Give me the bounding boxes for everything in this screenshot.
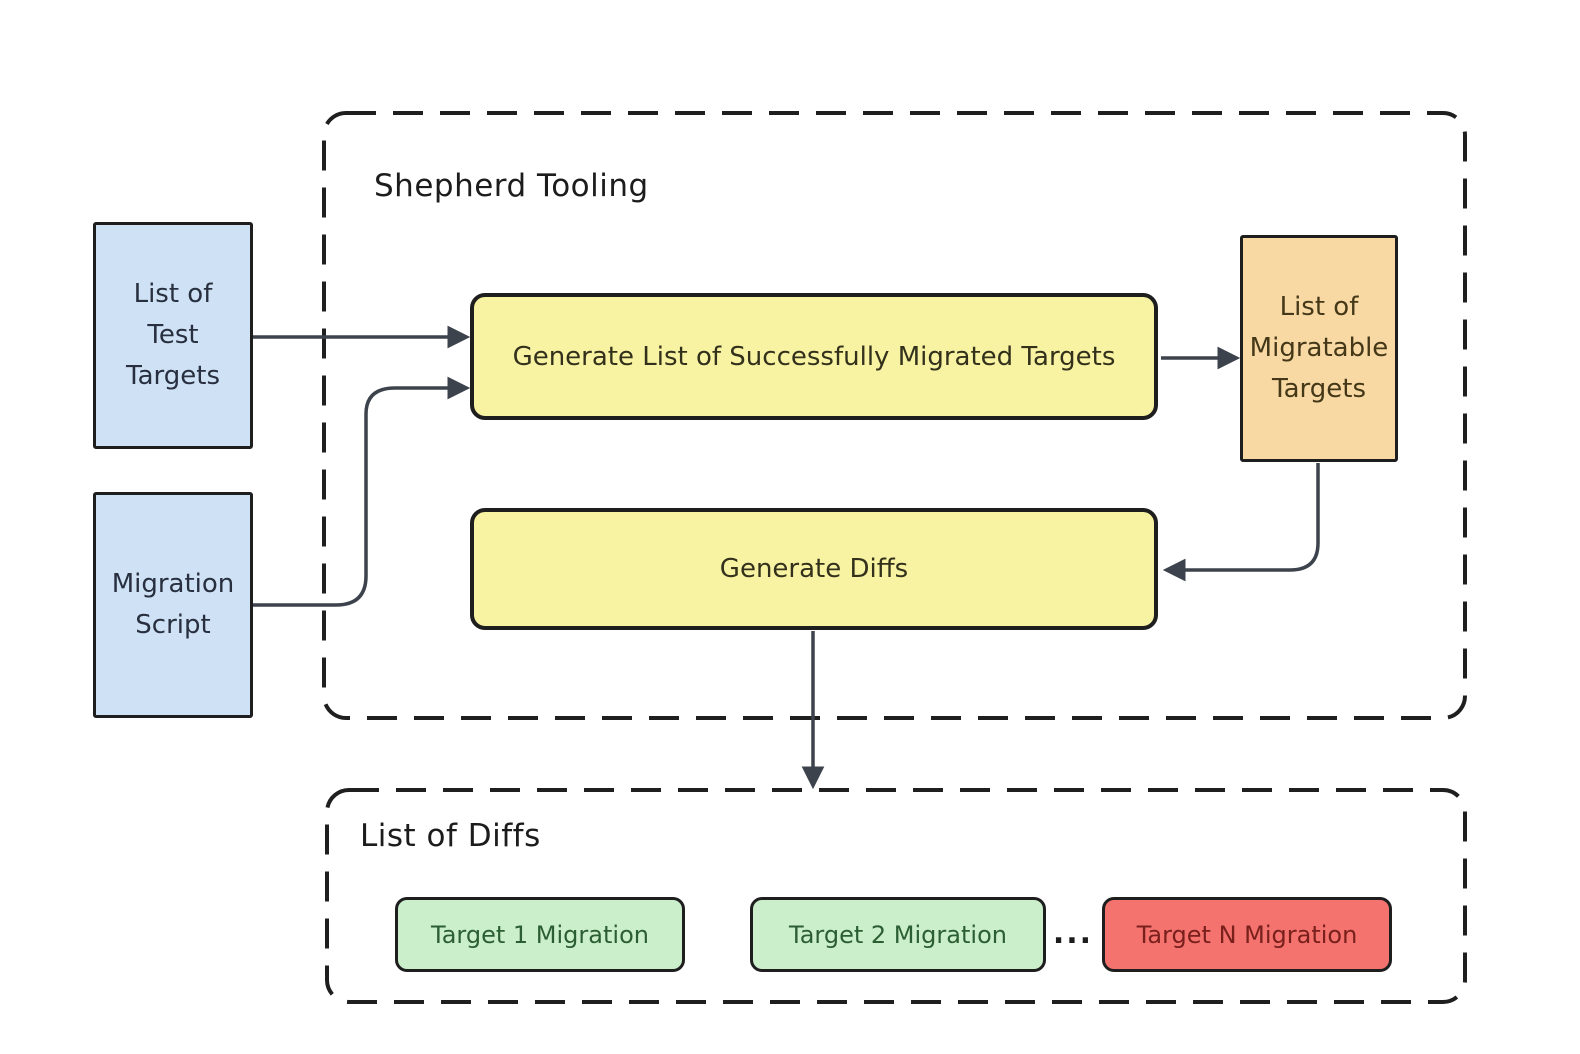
node-migration-script: Migration Script [93,492,253,718]
ellipsis-text: ... [1052,916,1094,951]
arrow-migratable-targets-to-generate-diffs [1162,463,1320,582]
list-of-diffs-label: List of Diffs [360,818,541,854]
node-list-of-migratable-targets: List of Migratable Targets [1240,235,1398,462]
list-of-diffs-container [325,788,1467,1004]
node-list-of-test-targets: List of Test Targets [93,222,253,449]
node-generate-diffs: Generate Diffs [470,508,1158,630]
node-target-n-migration: Target N Migration [1102,897,1392,972]
node-generate-list-of-successfully-migrated-targets: Generate List of Successfully Migrated T… [470,293,1158,420]
arrow-migration-script-to-generate-list [253,376,471,607]
node-target-2-migration: Target 2 Migration [750,897,1046,972]
node-target-1-migration: Target 1 Migration [395,897,685,972]
shepherd-tooling-label: Shepherd Tooling [374,168,649,204]
shepherd-tooling-container [322,111,1467,720]
